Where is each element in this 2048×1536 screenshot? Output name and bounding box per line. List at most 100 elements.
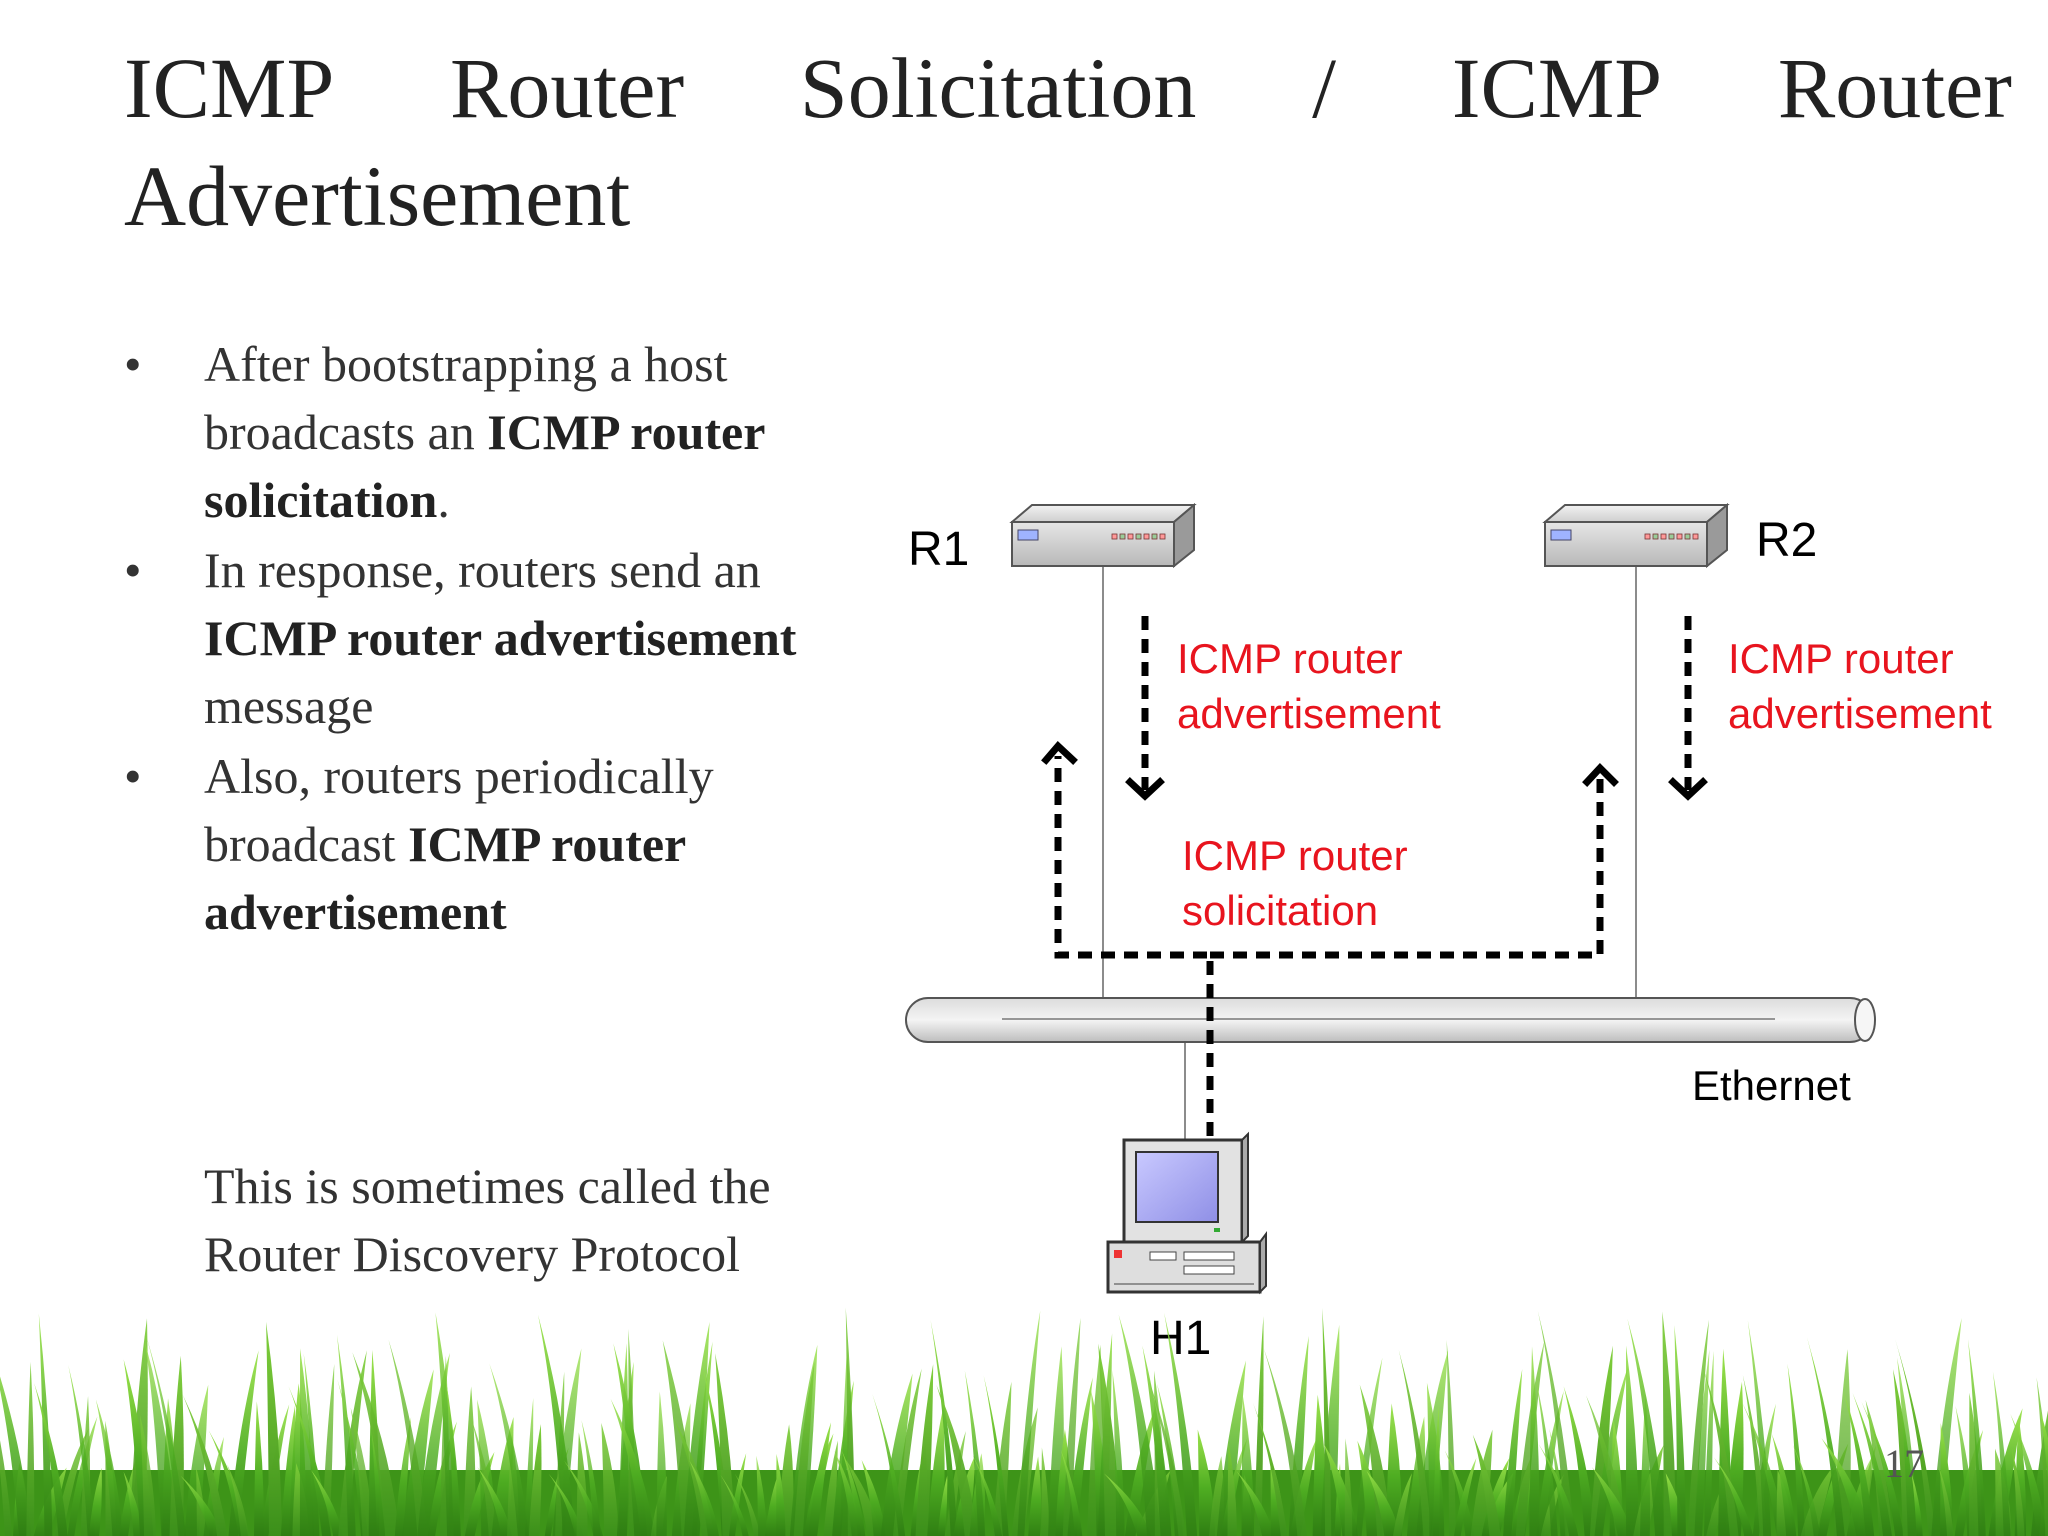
diagram-red-labels: ICMP router advertisement ICMP router ad… xyxy=(1177,635,1992,934)
host-computer-icon xyxy=(1106,1131,1267,1295)
grass-blade xyxy=(1702,1365,1739,1536)
grass-blade xyxy=(463,1386,476,1536)
grass-blade xyxy=(964,1370,986,1536)
grass-blade xyxy=(538,1314,575,1536)
title-word: Solicitation xyxy=(799,40,1197,136)
grass-blade xyxy=(915,1364,934,1536)
router-r2-label: R2 xyxy=(1756,514,1817,567)
grass-blade xyxy=(1118,1314,1161,1536)
grass-blade xyxy=(1931,1318,1962,1536)
grass-blade xyxy=(145,1334,186,1536)
title-word: Router xyxy=(450,40,685,136)
grass-blade xyxy=(489,1363,529,1536)
solicitation-arrow-to-r1 xyxy=(1054,756,1214,1136)
grass-blade xyxy=(1591,1467,1633,1536)
bullet-dot: • xyxy=(124,336,142,392)
grass-blade xyxy=(656,1391,667,1536)
grass-blade xyxy=(1103,1473,1152,1536)
grass-blade xyxy=(445,1379,461,1536)
title-line-1: ICMP Router Solicitation / ICMP Router xyxy=(124,34,2012,142)
page-number: 17 xyxy=(1884,1441,1924,1486)
grass-blade xyxy=(1197,1429,1216,1536)
grass-blade xyxy=(1662,1311,1676,1536)
grass-blade xyxy=(1742,1402,1787,1536)
grass-blade xyxy=(1355,1357,1383,1536)
grass-blade xyxy=(1098,1343,1121,1536)
grass-blade xyxy=(1852,1392,1892,1536)
grass-blade xyxy=(776,1453,786,1536)
grass-blade xyxy=(266,1321,282,1536)
grass-decoration xyxy=(0,1307,2048,1536)
grass-blade xyxy=(1800,1466,1834,1536)
grass-blade xyxy=(1529,1346,1540,1536)
title-word: ICMP xyxy=(1451,40,1663,136)
note-line-2: Router Discovery Protocol xyxy=(204,1226,741,1282)
grass-blade xyxy=(1627,1318,1666,1536)
grass-blade xyxy=(1967,1339,1986,1536)
grass-blade xyxy=(1821,1438,1872,1536)
arrow-heads xyxy=(1041,740,1708,801)
grass-blade xyxy=(1393,1473,1412,1536)
grass-blade xyxy=(88,1467,102,1536)
grass-blade xyxy=(983,1375,1009,1536)
grass-blade xyxy=(2039,1409,2048,1482)
grass-blade xyxy=(1538,1443,1579,1536)
grass-blade xyxy=(337,1334,356,1536)
ethernet-label: Ethernet xyxy=(1692,1062,1851,1109)
grass-blade xyxy=(0,1376,32,1536)
grass-blade xyxy=(139,1414,156,1536)
grass-blade xyxy=(402,1369,434,1536)
grass-blade xyxy=(2011,1448,2025,1536)
message-arrows xyxy=(1054,616,1692,1136)
grass-blade xyxy=(184,1384,209,1536)
grass-blade xyxy=(728,1453,747,1536)
grass-blade xyxy=(350,1407,374,1536)
grass-blade xyxy=(394,1417,412,1536)
solicitation-arrow-to-r2 xyxy=(1210,770,1604,959)
grass-blade xyxy=(793,1361,815,1536)
grass-blade xyxy=(388,1339,428,1536)
grass-blades xyxy=(0,1307,2048,1536)
grass-blade xyxy=(1503,1368,1523,1536)
grass-blade xyxy=(1687,1319,1709,1536)
grass-blade xyxy=(1747,1320,1772,1536)
r2-advertisement-label-line2: advertisement xyxy=(1728,690,1992,737)
grass-blade xyxy=(1537,1310,1575,1536)
grass-blade xyxy=(1344,1438,1353,1536)
r2-advertisement-label-line1: ICMP router xyxy=(1728,635,1954,682)
grass-blade xyxy=(893,1368,922,1536)
grass-blade xyxy=(1216,1360,1246,1536)
grass-blade xyxy=(808,1422,832,1536)
bullet-item: • After bootstrapping a host broadcasts … xyxy=(120,330,900,534)
grass-blade xyxy=(601,1422,619,1536)
grass-blade xyxy=(993,1381,1012,1536)
grass-blade xyxy=(144,1341,177,1536)
grass-blade xyxy=(67,1416,98,1536)
grass-blade xyxy=(0,1440,13,1536)
grass-blade xyxy=(1227,1442,1237,1536)
grass-blade xyxy=(1694,1349,1710,1536)
bullet-dot: • xyxy=(124,542,142,598)
grass-blade xyxy=(254,1401,264,1536)
grass-blade xyxy=(1241,1394,1255,1536)
grass-blade xyxy=(1398,1349,1432,1536)
grass-blade xyxy=(1432,1404,1440,1536)
grass-blade xyxy=(123,1471,143,1536)
grass-blade xyxy=(689,1460,719,1536)
grass-blade xyxy=(1060,1449,1083,1536)
grass-blade xyxy=(95,1399,123,1536)
grass-blade xyxy=(937,1475,948,1536)
grass-blade xyxy=(68,1365,95,1536)
grass-blade xyxy=(930,1319,958,1536)
grass-blade xyxy=(2010,1413,2047,1536)
grass-blade xyxy=(227,1464,249,1536)
grass-blade xyxy=(872,1393,906,1536)
grass-blade xyxy=(844,1458,881,1536)
r1-advertisement-label-line2: advertisement xyxy=(1177,690,1441,737)
bullet-dot: • xyxy=(124,748,142,804)
grass-blade xyxy=(1594,1365,1629,1536)
grass-blade xyxy=(1017,1310,1041,1536)
grass-blade xyxy=(720,1474,749,1536)
grass-blade xyxy=(1453,1458,1477,1536)
grass-blade xyxy=(1062,1318,1081,1536)
